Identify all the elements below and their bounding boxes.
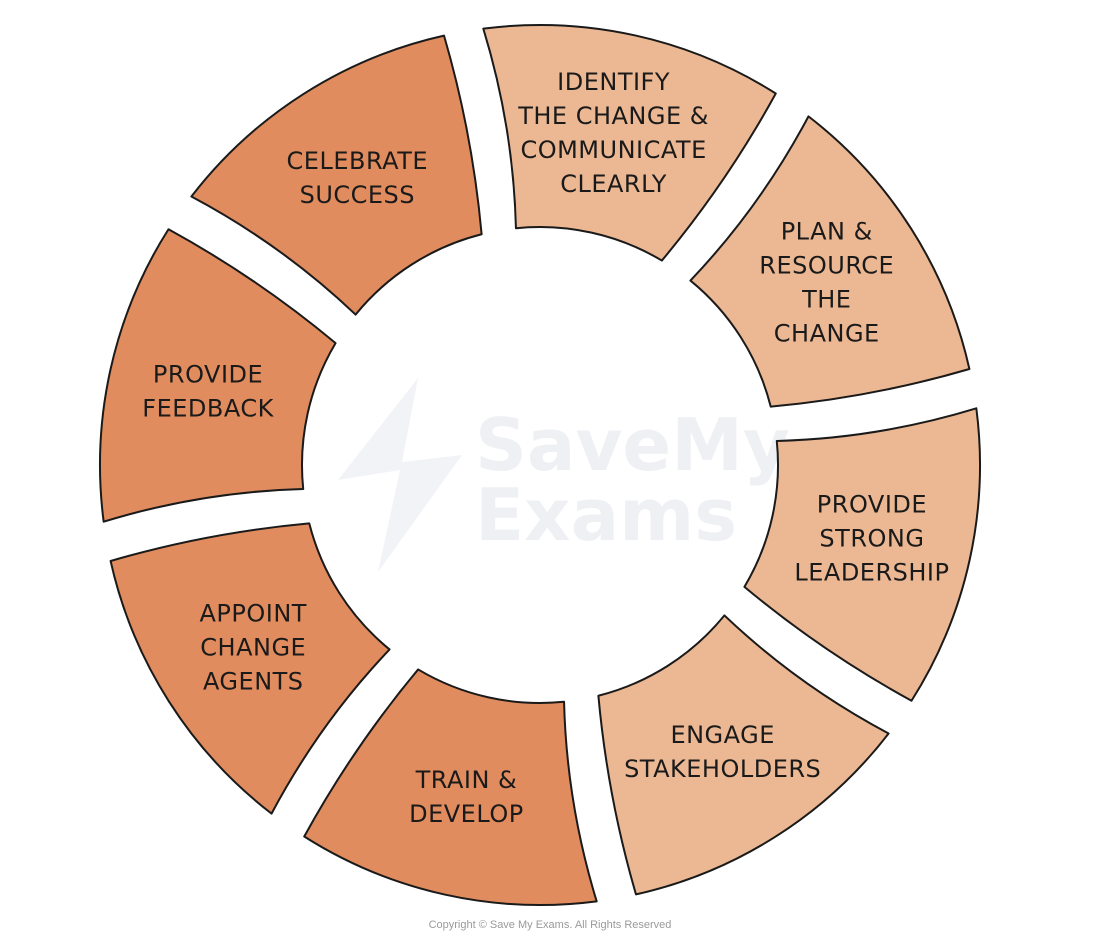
segment-label-line: IDENTIFY [557, 68, 670, 96]
segment-label-line: LEADERSHIP [794, 559, 949, 587]
segment-label-line: RESOURCE [759, 251, 894, 279]
segment-label: TRAIN & DEVELOP [409, 766, 524, 828]
segment-label: ENGAGE STAKEHOLDERS [624, 721, 821, 783]
watermark-line-2: Exams [475, 473, 737, 557]
segment-label-line: TRAIN & [415, 766, 518, 794]
segment-label-line: AGENTS [203, 668, 304, 696]
segment-label: IDENTIFY THE CHANGE & COMMUNICATE CLEARLY [517, 68, 709, 198]
segment-shape [99, 228, 337, 523]
segment-label-line: CLEARLY [560, 170, 667, 198]
copyright-notice: Copyright © Save My Exams. All Rights Re… [428, 919, 672, 931]
cycle-segment: CELEBRATE SUCCESS [190, 34, 483, 316]
watermark-line-1: SaveMy [475, 403, 790, 487]
segment-label-line: DEVELOP [409, 800, 524, 828]
cycle-segments: IDENTIFY THE CHANGE & COMMUNICATE CLEARLY PL… [99, 24, 981, 906]
segment-label-line: THE [801, 285, 851, 313]
segment-shape [689, 115, 971, 408]
segment-label: PLAN & RESOURCE THE CHANGE [759, 217, 894, 347]
segment-label-line: STRONG [819, 525, 924, 553]
segment-label-line: CHANGE [774, 319, 880, 347]
cycle-segment: PROVIDE STRONG LEADERSHIP [743, 407, 981, 702]
segment-shape [190, 34, 483, 316]
cycle-segment: PLAN & RESOURCE THE CHANGE [689, 115, 971, 408]
segment-label-line: STAKEHOLDERS [624, 755, 821, 783]
cycle-segment: PROVIDE FEEDBACK [99, 228, 337, 523]
segment-shape [109, 522, 391, 815]
segment-label-line: CHANGE [200, 634, 306, 662]
segment-label-line: ENGAGE [670, 721, 774, 749]
segment-shape [303, 668, 598, 906]
lightning-bolt-icon [338, 378, 462, 572]
cycle-segment: APPOINT CHANGE AGENTS [109, 522, 391, 815]
segment-label-line: COMMUNICATE [520, 136, 706, 164]
segment-label-line: PROVIDE [153, 360, 263, 388]
cycle-segment: IDENTIFY THE CHANGE & COMMUNICATE CLEARLY [482, 24, 777, 262]
segment-shape [482, 24, 777, 262]
segment-label: CELEBRATE SUCCESS [287, 147, 429, 209]
segment-label: PROVIDE FEEDBACK [142, 360, 274, 422]
segment-shape [743, 407, 981, 702]
segment-label-line: CELEBRATE [287, 147, 429, 175]
watermark: SaveMy Exams [338, 378, 790, 572]
segment-label-line: FEEDBACK [142, 394, 274, 422]
segment-shape [597, 614, 890, 896]
segment-label: PROVIDE STRONG LEADERSHIP [794, 491, 949, 587]
cycle-segment: TRAIN & DEVELOP [303, 668, 598, 906]
segment-label-line: PROVIDE [817, 491, 927, 519]
segment-label-line: PLAN & [781, 217, 873, 245]
cycle-segment: ENGAGE STAKEHOLDERS [597, 614, 890, 896]
segment-label-line: SUCCESS [300, 181, 415, 209]
segment-label-line: APPOINT [200, 600, 307, 628]
segment-label-line: THE CHANGE & [517, 102, 709, 130]
segment-label: APPOINT CHANGE AGENTS [200, 600, 307, 696]
